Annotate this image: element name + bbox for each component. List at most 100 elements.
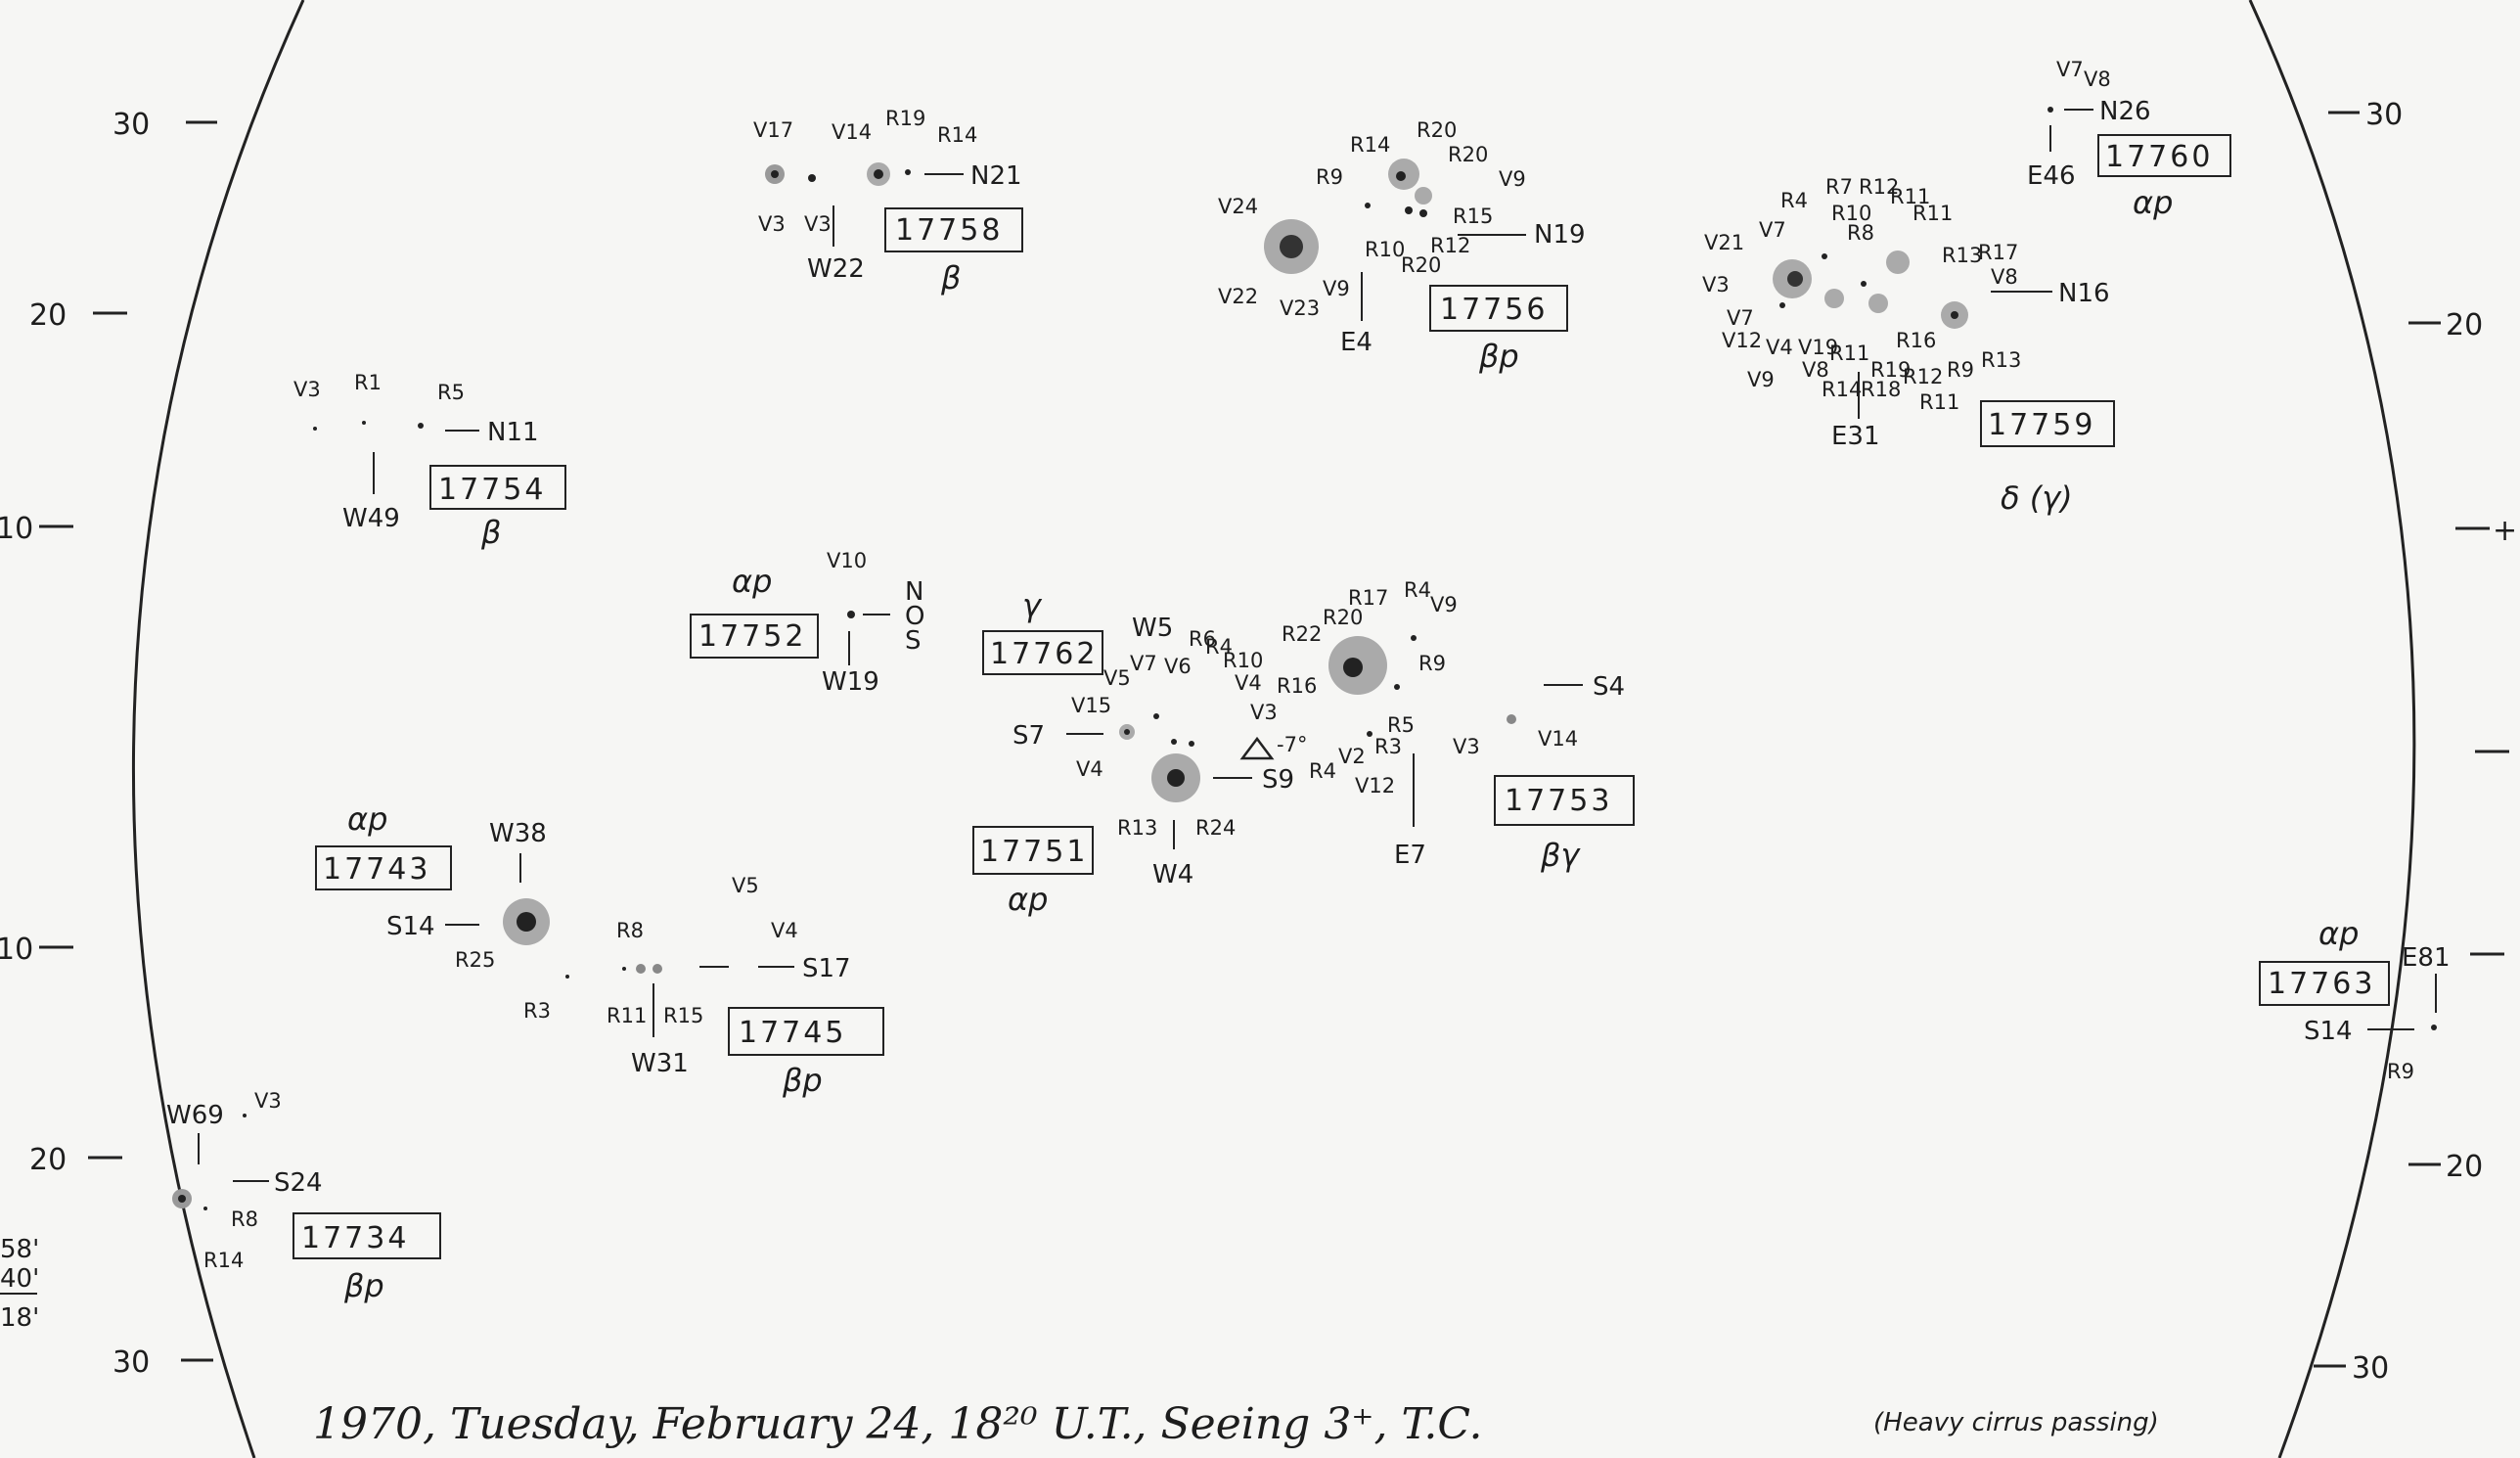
spot-label: V22 bbox=[1218, 285, 1258, 308]
spot-label: R6 bbox=[1189, 627, 1216, 651]
region-longitude: E81 bbox=[2402, 943, 2451, 973]
spot-label: V7 bbox=[2056, 58, 2084, 81]
spot-label: R13 bbox=[1942, 244, 1982, 267]
spot-label: V4 bbox=[1235, 671, 1262, 695]
region-class: βp bbox=[782, 1062, 823, 1099]
spot-label: R4 bbox=[1205, 635, 1233, 659]
region-position: N26 bbox=[2099, 97, 2151, 126]
edge-notes: 58' 40' 18' bbox=[0, 1235, 39, 1333]
spot-label: R7 bbox=[1825, 175, 1853, 199]
region-class: βγ bbox=[1540, 837, 1581, 874]
spot-label: R12 bbox=[1430, 234, 1470, 257]
lat-label: 20 bbox=[29, 298, 67, 333]
region-number: 17760 bbox=[2105, 140, 2213, 174]
region-17734: W69 V3 S24 R8 R14 17734 βp bbox=[166, 1089, 441, 1304]
spot-label: R11 bbox=[1912, 202, 1953, 225]
spot-label: R22 bbox=[1282, 622, 1322, 646]
solar-limb-left bbox=[131, 0, 305, 1458]
lat-label: 30 bbox=[2352, 1351, 2389, 1386]
region-longitude: W38 bbox=[489, 819, 547, 848]
spot-label: R11 bbox=[1829, 342, 1869, 365]
spot-label: -7° bbox=[1277, 733, 1307, 756]
region-position: N21 bbox=[970, 161, 1022, 191]
region-longitude: W31 bbox=[631, 1049, 689, 1078]
spot-label: V3 bbox=[804, 212, 832, 236]
observation-caption: 1970, Tuesday, February 24, 18²⁰ U.T., S… bbox=[313, 1399, 1482, 1449]
spot-label: R14 bbox=[203, 1249, 244, 1272]
region-class: βp bbox=[343, 1267, 384, 1304]
spot-label: V12 bbox=[1355, 774, 1395, 797]
region-position: S24 bbox=[274, 1168, 323, 1198]
region-number: 17751 bbox=[980, 835, 1088, 869]
spot-label: V8 bbox=[1991, 265, 2018, 289]
spot-label: R20 bbox=[1417, 118, 1457, 142]
spot-label: R10 bbox=[1831, 202, 1871, 225]
spot-label: V8 bbox=[2084, 68, 2111, 91]
edge-note: 58' bbox=[0, 1235, 39, 1264]
region-longitude: E4 bbox=[1340, 328, 1372, 357]
spot-label: R16 bbox=[1277, 674, 1317, 698]
region-17763: αp 17763 E81 S14 R9 bbox=[2259, 915, 2451, 1083]
region-position: S7 bbox=[1012, 721, 1045, 751]
spot-label: V8 bbox=[1802, 358, 1829, 382]
region-number: 17734 bbox=[301, 1221, 409, 1255]
region-position: N16 bbox=[2058, 279, 2110, 308]
spot-label: R8 bbox=[1847, 221, 1874, 245]
region-class: β bbox=[480, 514, 501, 551]
region-17762: γ 17762 W5 V5 V7 V6 R6 R4 R10 V4 V3 R16 … bbox=[982, 587, 1317, 781]
spot-label: R13 bbox=[1117, 816, 1157, 840]
spot-label: R20 bbox=[1401, 253, 1441, 277]
spot-label: R10 bbox=[1223, 649, 1263, 672]
observation-note: (Heavy cirrus passing) bbox=[1873, 1408, 2159, 1437]
region-class: αp bbox=[347, 800, 387, 838]
region-number: 17753 bbox=[1505, 784, 1612, 818]
region-longitude: W49 bbox=[342, 504, 400, 533]
lat-label: 30 bbox=[112, 1345, 150, 1380]
spot-label: V10 bbox=[827, 549, 867, 572]
region-class: γ bbox=[1022, 587, 1043, 624]
spot-label: R14 bbox=[1350, 133, 1390, 157]
region-17760: V7 V8 N26 E46 17760 αp bbox=[2027, 58, 2231, 221]
spot-label: R4 bbox=[1309, 759, 1336, 783]
spot-label: R3 bbox=[1374, 735, 1402, 758]
spot-label: V9 bbox=[1430, 593, 1458, 616]
spot-label: R9 bbox=[1418, 652, 1446, 675]
spot-label: V12 bbox=[1722, 329, 1762, 352]
region-17754: V3 R1 R5 N11 W49 17754 β bbox=[293, 371, 566, 551]
spot-label: V3 bbox=[293, 378, 321, 401]
region-class: β bbox=[940, 259, 961, 296]
spot-label: R12 bbox=[1859, 175, 1899, 199]
spot-label: V3 bbox=[1702, 273, 1730, 296]
spot-label: R11 bbox=[607, 1004, 647, 1027]
lat-label: 10 bbox=[0, 933, 33, 967]
region-position-stacked: O bbox=[905, 602, 924, 631]
spot-label: R17 bbox=[1348, 586, 1388, 610]
spot-label: V5 bbox=[1103, 666, 1131, 690]
lat-label: 20 bbox=[2446, 1150, 2483, 1184]
spot-label: R9 bbox=[2387, 1060, 2414, 1083]
lat-label: 30 bbox=[112, 108, 150, 142]
spot-label: V4 bbox=[771, 919, 798, 942]
spot-label: V14 bbox=[832, 120, 872, 144]
spot-label: V21 bbox=[1704, 231, 1744, 254]
left-latitude-scale: 30 20 10 10 20 30 bbox=[0, 108, 217, 1380]
region-position: S4 bbox=[1593, 672, 1625, 702]
region-class: δ (γ) bbox=[2001, 479, 2073, 517]
region-class: αp bbox=[2318, 915, 2359, 952]
spot-label: R17 bbox=[1978, 241, 2018, 264]
lat-label: + bbox=[2493, 514, 2517, 548]
spot-label: V23 bbox=[1280, 296, 1320, 320]
spot-label: V17 bbox=[753, 118, 793, 142]
solar-limb-right bbox=[2248, 0, 2416, 1458]
region-longitude: W4 bbox=[1152, 860, 1193, 889]
region-17756: R14 R20 R20 V9 R9 R15 R10 R12 R20 V24 V9… bbox=[1218, 118, 1586, 375]
region-position: S17 bbox=[802, 954, 851, 983]
region-17745: V5 V4 R8 R3 R11 R15 S17 W31 17745 βp bbox=[523, 874, 884, 1099]
region-position: N11 bbox=[487, 418, 539, 447]
region-number: 17756 bbox=[1440, 293, 1548, 327]
lat-label: 20 bbox=[2446, 308, 2483, 342]
region-number: 17745 bbox=[739, 1016, 846, 1050]
spot-label: R5 bbox=[437, 381, 465, 404]
spot-label: R8 bbox=[616, 919, 644, 942]
